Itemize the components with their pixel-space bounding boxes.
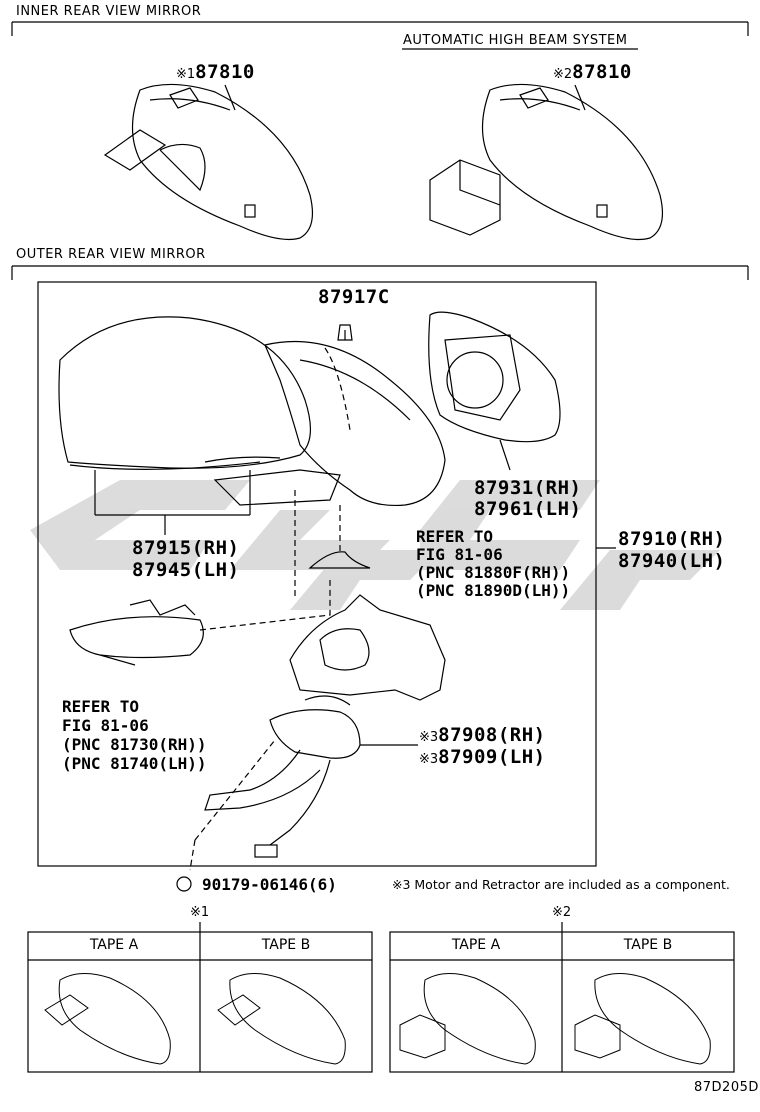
part-label-motor-rh[interactable]: ※387908(RH) <box>419 724 546 746</box>
table-2-header-tape-a: TAPE A <box>451 937 501 953</box>
ref-line: (PNC 81740(LH)) <box>62 754 207 773</box>
table-2-header-tape-b: TAPE B <box>623 937 673 953</box>
part-label-inner-mirror-1[interactable]: ※187810 <box>176 61 255 83</box>
part-number: 87810 <box>195 61 255 83</box>
refer-to-fig-note-1[interactable]: REFER TO FIG 81-06 (PNC 81880F(RH)) (PNC… <box>416 528 570 600</box>
section-inner-mirror: INNER REAR VIEW MIRROR <box>16 4 202 19</box>
part-label-mirror-glass-lh[interactable]: 87961(LH) <box>474 498 582 520</box>
ref-line: (PNC 81880F(RH)) <box>416 563 571 582</box>
part-label-cover-lh[interactable]: 87945(LH) <box>132 559 240 581</box>
part-label-mirror-glass-rh[interactable]: 87931(RH) <box>474 477 582 499</box>
ref-mark: ※3 <box>419 752 439 767</box>
ref-line: (PNC 81730(RH)) <box>62 735 207 754</box>
motor-retractor-note: ※3 Motor and Retractor are included as a… <box>392 877 730 892</box>
part-label-cover-rh[interactable]: 87915(RH) <box>132 537 240 559</box>
mirror-housing-drawing <box>213 324 446 507</box>
part-label-assy-rh[interactable]: 87910(RH) <box>618 528 726 550</box>
table-1-mark: ※1 <box>190 905 210 920</box>
ref-line: FIG 81-06 <box>62 716 149 735</box>
ref-mark: ※1 <box>176 67 196 82</box>
ref-line: (PNC 81890D(LH)) <box>416 581 571 600</box>
inner-mirror-2-drawing <box>429 83 663 241</box>
ref-line: REFER TO <box>62 697 140 716</box>
tape-tables <box>27 922 735 1073</box>
motor-retractor-drawing <box>204 594 446 858</box>
table-2-mark: ※2 <box>552 905 572 920</box>
part-number: 87909(LH) <box>438 746 546 768</box>
mirror-cover-drawing <box>58 316 311 535</box>
clip-drawing <box>176 876 192 892</box>
ref-mark: ※2 <box>553 67 573 82</box>
table-1-header-tape-b: TAPE B <box>261 937 311 953</box>
part-number: 87810 <box>572 61 632 83</box>
watermark-logo <box>30 480 720 610</box>
part-label-clip[interactable]: 90179-06146(6) <box>202 875 337 894</box>
section-auto-high-beam: AUTOMATIC HIGH BEAM SYSTEM <box>403 33 628 48</box>
part-label-assy-lh[interactable]: 87940(LH) <box>618 550 726 572</box>
part-label-screw[interactable]: 87917C <box>318 286 390 308</box>
part-label-motor-lh[interactable]: ※387909(LH) <box>419 746 546 768</box>
refer-to-fig-note-2[interactable]: REFER TO FIG 81-06 (PNC 81730(RH)) (PNC … <box>62 697 207 773</box>
ref-line: FIG 81-06 <box>416 545 503 564</box>
part-label-inner-mirror-2[interactable]: ※287810 <box>553 61 632 83</box>
section-outer-mirror: OUTER REAR VIEW MIRROR <box>16 247 206 262</box>
table-1-header-tape-a: TAPE A <box>89 937 139 953</box>
mirror-glass-drawing <box>428 311 561 471</box>
ref-mark: ※3 <box>419 730 439 745</box>
part-number: 87908(RH) <box>438 724 546 746</box>
ref-line: REFER TO <box>416 527 494 546</box>
diagram-code: 87D205D <box>694 1080 759 1095</box>
side-lamp-drawing <box>69 599 204 666</box>
inner-mirror-1-drawing <box>103 83 313 241</box>
